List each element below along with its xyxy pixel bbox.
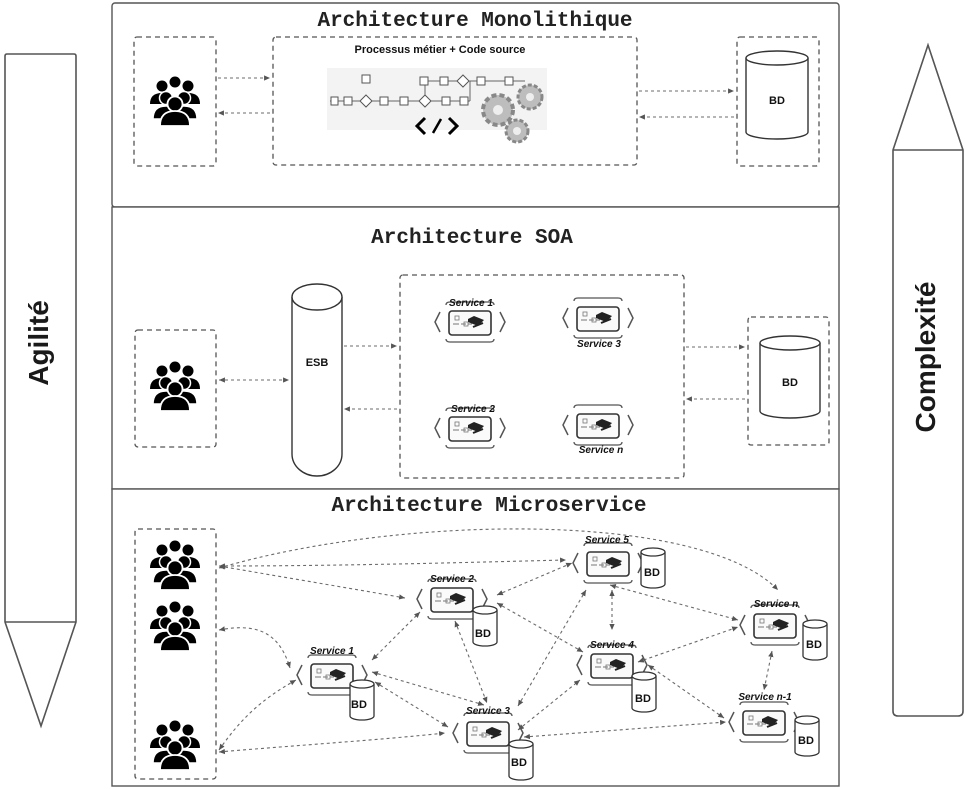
process-flow-icon (327, 68, 547, 144)
soa-service-1-label: Service 1 (449, 298, 493, 309)
micro-service-5-label: Service 5 (585, 535, 629, 546)
micro-service-3-label: Service 3 (466, 706, 510, 717)
agility-label: Agilité (23, 300, 54, 386)
users-icon (149, 719, 201, 771)
complexity-axis: Complexité (892, 42, 964, 717)
soa-service-n-label: Service n (579, 445, 623, 456)
soa-db-box (747, 316, 830, 446)
micro-users-box (134, 528, 217, 780)
micro-service-4-db-label: BD (635, 693, 651, 705)
soa-service-3-label: Service 3 (577, 339, 621, 350)
micro-service-4-label: Service 4 (590, 640, 634, 651)
microservice-connections (218, 528, 779, 755)
soa-title: Architecture SOA (371, 227, 573, 250)
mono-db-label: BD (769, 95, 785, 107)
users-icon (149, 600, 201, 652)
agility-axis: Agilité (4, 53, 77, 729)
soa-services-box (399, 274, 685, 479)
micro-service-1-label: Service 1 (310, 646, 354, 657)
micro-service-2-db-label: BD (475, 628, 491, 640)
micro-service-3-db-label: BD (511, 757, 527, 769)
microservice-section: Architecture Microservice (111, 488, 840, 787)
micro-service-n-1-db-label: BD (798, 735, 814, 747)
microservice-title: Architecture Microservice (331, 495, 646, 518)
soa-section: Architecture SOA ESB Service 1 Service 3… (111, 206, 840, 490)
monolithic-section: Architecture Monolithique Processus méti… (111, 2, 840, 208)
code-icon (414, 116, 460, 136)
users-icon (149, 360, 201, 412)
database-icon (759, 335, 821, 419)
mono-process-box (272, 36, 638, 166)
database-icon (745, 50, 809, 140)
database-icon (472, 605, 498, 647)
soa-users-box (134, 329, 217, 448)
soa-db-label: BD (782, 377, 798, 389)
esb-bus (291, 283, 343, 477)
esb-label: ESB (306, 357, 329, 369)
users-icon (149, 75, 201, 127)
database-icon (631, 671, 657, 713)
micro-service-5-db-label: BD (644, 567, 660, 579)
complexity-label: Complexité (910, 282, 941, 433)
soa-service-2-label: Service 2 (451, 404, 495, 415)
mono-db-box (736, 36, 820, 167)
micro-service-n-label: Service n (754, 599, 798, 610)
micro-service-n-1-label: Service n-1 (738, 692, 792, 703)
micro-service-n-db-label: BD (806, 639, 822, 651)
process-label: Processus métier + Code source (355, 44, 526, 56)
micro-service-1-db-label: BD (351, 699, 367, 711)
monolithic-title: Architecture Monolithique (317, 10, 632, 33)
micro-service-2-label: Service 2 (430, 574, 474, 585)
users-icon (149, 539, 201, 591)
mono-users-box (133, 36, 217, 167)
